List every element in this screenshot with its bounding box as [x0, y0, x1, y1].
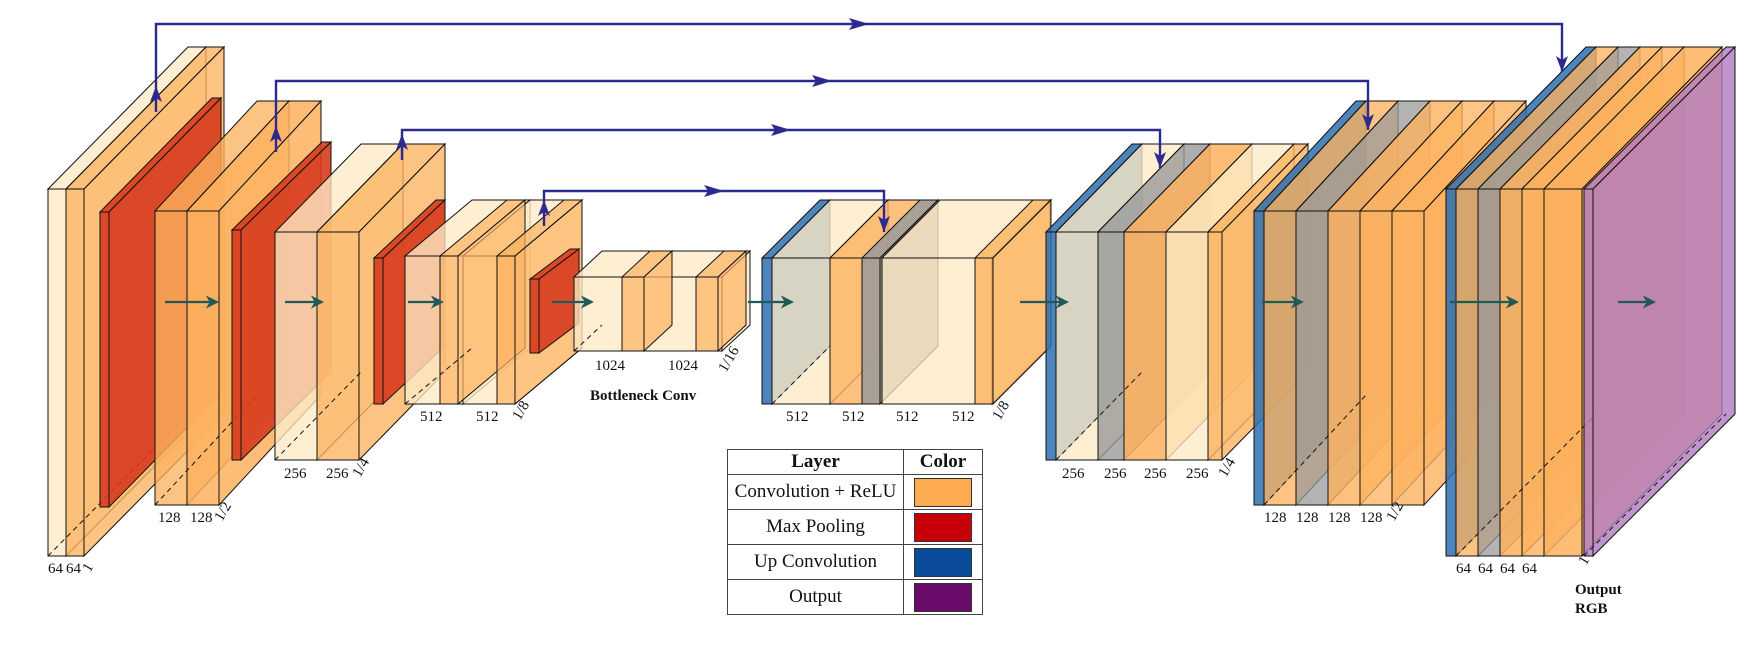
- enc4-ch-1: 512: [476, 409, 499, 425]
- output-caption-0: Output: [1575, 582, 1622, 598]
- dec1-ch-3: 64: [1522, 561, 1538, 577]
- legend-header-color: Color: [903, 449, 983, 475]
- bottleneck-band-a: [620, 249, 674, 353]
- enc3-ch-1: 256: [326, 466, 349, 482]
- legend-label-upconv: Up Convolution: [727, 544, 904, 580]
- enc2-ch-0: 128: [158, 510, 181, 526]
- dec4-ch-1: 512: [842, 409, 865, 425]
- legend-label-pool: Max Pooling: [727, 509, 904, 545]
- enc1-ch-0: 64: [48, 561, 64, 577]
- legend-label-output: Output: [727, 579, 904, 615]
- output-caption-1: RGB: [1575, 601, 1608, 617]
- dec3-ch-3: 256: [1186, 466, 1209, 482]
- legend-header-layer: Layer: [727, 449, 904, 475]
- dec4-ch-0: 512: [786, 409, 809, 425]
- dec3-ch-2: 256: [1144, 466, 1167, 482]
- dec1-ch-0: 64: [1456, 561, 1472, 577]
- enc3-ch-0: 256: [284, 466, 307, 482]
- legend-label-conv: Convolution + ReLU: [727, 474, 904, 510]
- dec4-back: [771, 345, 831, 405]
- enc4-pool: [528, 248, 581, 354]
- skip-connection-2: [274, 79, 1370, 152]
- legend-table: Layer Color Convolution + ReLU Max Pooli…: [727, 449, 983, 615]
- dec1-ch-1: 64: [1478, 561, 1494, 577]
- dec1-ch-2: 64: [1500, 561, 1516, 577]
- skip-connection-3: [400, 128, 1162, 168]
- dec2-back: [1263, 394, 1367, 506]
- enc2-ch-1: 128: [190, 510, 213, 526]
- enc4-ch-0: 512: [420, 409, 443, 425]
- output-layer: [1582, 45, 1737, 558]
- legend-swatch-conv: [914, 477, 972, 507]
- enc3-back: [274, 371, 362, 461]
- legend-swatch-output: [914, 582, 972, 612]
- bottleneck-caption: Bottleneck Conv: [590, 388, 697, 404]
- dec2-ch-3: 128: [1360, 510, 1383, 526]
- legend-swatch-upconv: [914, 547, 972, 577]
- enc4-back: [404, 347, 473, 405]
- dec2-ch-2: 128: [1328, 510, 1351, 526]
- output-back: [1583, 413, 1727, 557]
- enc1-scale: 1: [80, 561, 98, 575]
- dec3-back: [1055, 371, 1143, 461]
- dec4-ch-2: 512: [896, 409, 919, 425]
- dec3-ch-0: 256: [1062, 466, 1085, 482]
- bottleneck-ch-0: 1024: [595, 358, 626, 374]
- dec3-ch-1: 256: [1104, 466, 1127, 482]
- bottleneck-back: [573, 324, 603, 352]
- dec2-ch-1: 128: [1296, 510, 1319, 526]
- bottleneck-band-b: [694, 249, 748, 353]
- bottleneck-ch-1: 1024: [668, 358, 699, 374]
- dec2-ch-0: 128: [1264, 510, 1287, 526]
- legend-swatch-pool: [914, 512, 972, 542]
- skip-connection-1: [154, 22, 1564, 112]
- dec4-ch-3: 512: [952, 409, 975, 425]
- dec1-back: [1455, 413, 1597, 557]
- enc1-ch-1: 64: [66, 561, 82, 577]
- enc2-back: [154, 394, 258, 506]
